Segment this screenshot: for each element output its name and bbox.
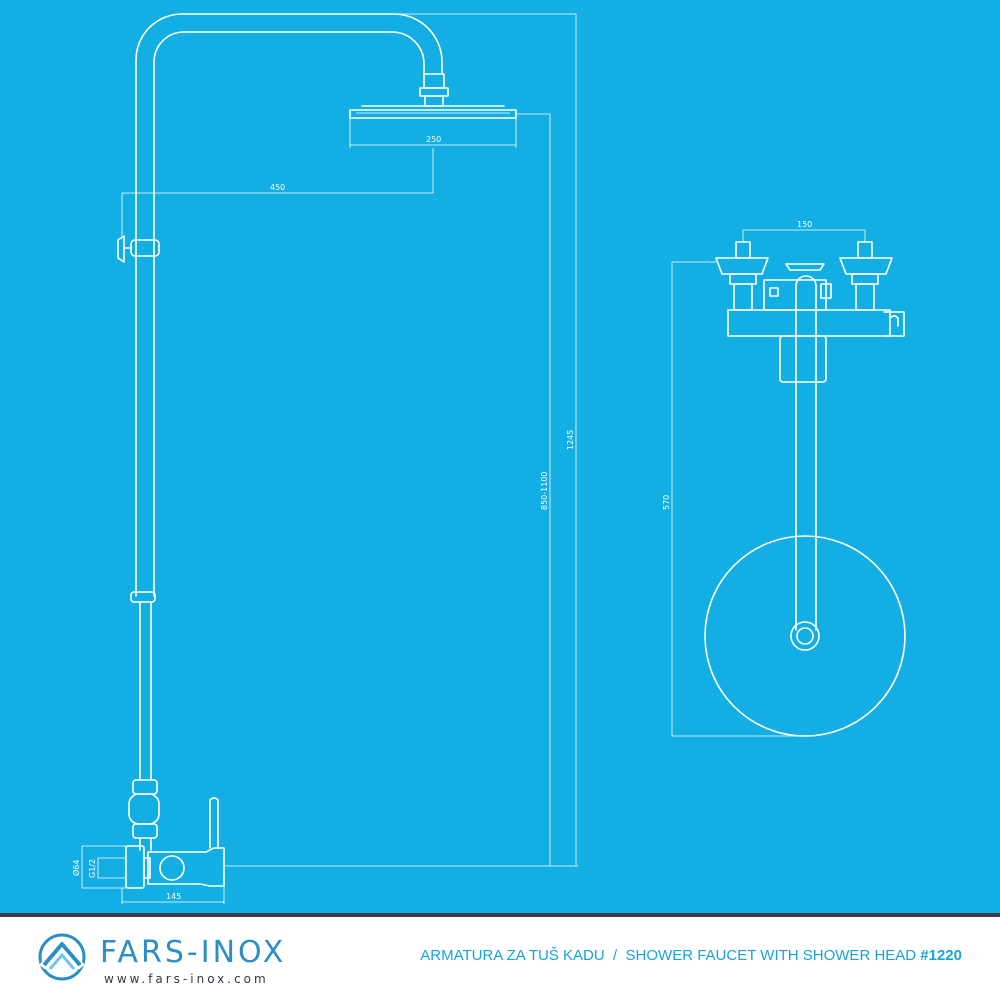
shower-head-front: [704, 535, 906, 737]
left-handle-stem: [735, 241, 751, 259]
arm-top: [795, 275, 817, 287]
riser-pipe-inner: [153, 31, 425, 597]
shower-front-view: 150 570: [662, 220, 906, 737]
technical-drawing: 250 450 1245 850-1100 Ø64 G1/2 145: [0, 0, 1000, 913]
holder-hook: [889, 315, 899, 327]
head-ball-joint: [419, 87, 449, 97]
diverter-top: [132, 779, 158, 795]
product-title: ARMATURA ZA TUŠ KADU / SHOWER FAUCET WIT…: [420, 947, 962, 964]
mixer-front-body: [727, 309, 891, 337]
brand-url[interactable]: www.fars-inox.com: [104, 972, 269, 986]
dim-total-height: 1245: [566, 430, 575, 450]
eccentric: [143, 857, 151, 879]
dim-head-width: 250: [426, 135, 441, 144]
dim-inlet-spacing: 150: [797, 220, 812, 229]
mixer-spout-housing: [779, 335, 827, 383]
arm-joint-outer: [790, 621, 820, 651]
fars-inox-logo-icon: [38, 933, 86, 981]
dim-arm-height: 570: [662, 495, 671, 510]
footer-divider: [0, 913, 1000, 917]
diverter-knob: [785, 263, 825, 271]
left-valve-nut: [729, 273, 757, 285]
mixer-indicator: [769, 287, 779, 297]
product-title-text: ARMATURA ZA TUŠ KADU / SHOWER FAUCET WIT…: [420, 947, 921, 964]
dim-height-range: 850-1100: [540, 471, 549, 510]
right-handle-stem: [857, 241, 873, 259]
mixer-lever: [209, 797, 219, 849]
right-valve-nut: [851, 273, 879, 285]
footer: FARS-INOX www.fars-inox.com ARMATURA ZA …: [0, 917, 1000, 1000]
dim-mixer-depth: 145: [166, 892, 181, 901]
brand-name: FARS-INOX: [100, 935, 287, 970]
drawing-canvas: 250 450 1245 850-1100 Ø64 G1/2 145: [71, 13, 906, 904]
dim-arm-reach: 450: [270, 183, 285, 192]
right-valve-body: [855, 283, 875, 311]
mixer-center-block: [763, 279, 827, 311]
riser-pipe-outer: [135, 13, 443, 597]
head-connector: [423, 73, 445, 89]
shower-head-side: [349, 109, 517, 119]
arm-joint-inner: [796, 627, 814, 645]
right-handle: [839, 257, 893, 275]
left-handle: [715, 257, 769, 275]
mixer-cartridge: [159, 855, 185, 881]
head-nut: [424, 95, 444, 107]
dim-pipe-diameter: Ø64: [71, 860, 81, 876]
left-valve-body: [733, 283, 753, 311]
diverter-body: [128, 793, 160, 825]
product-number: #1220: [920, 947, 962, 964]
pipe-coupling: [130, 591, 156, 603]
diverter-bottom: [132, 823, 158, 839]
mixer-side-nub: [820, 283, 832, 299]
slider-knob: [117, 235, 132, 263]
dim-thread: G1/2: [88, 859, 97, 878]
wall-flange: [125, 845, 145, 889]
hand-shower-holder: [883, 311, 905, 337]
shower-column-side-view: 250 450 1245 850-1100 Ø64 G1/2 145: [71, 13, 578, 904]
